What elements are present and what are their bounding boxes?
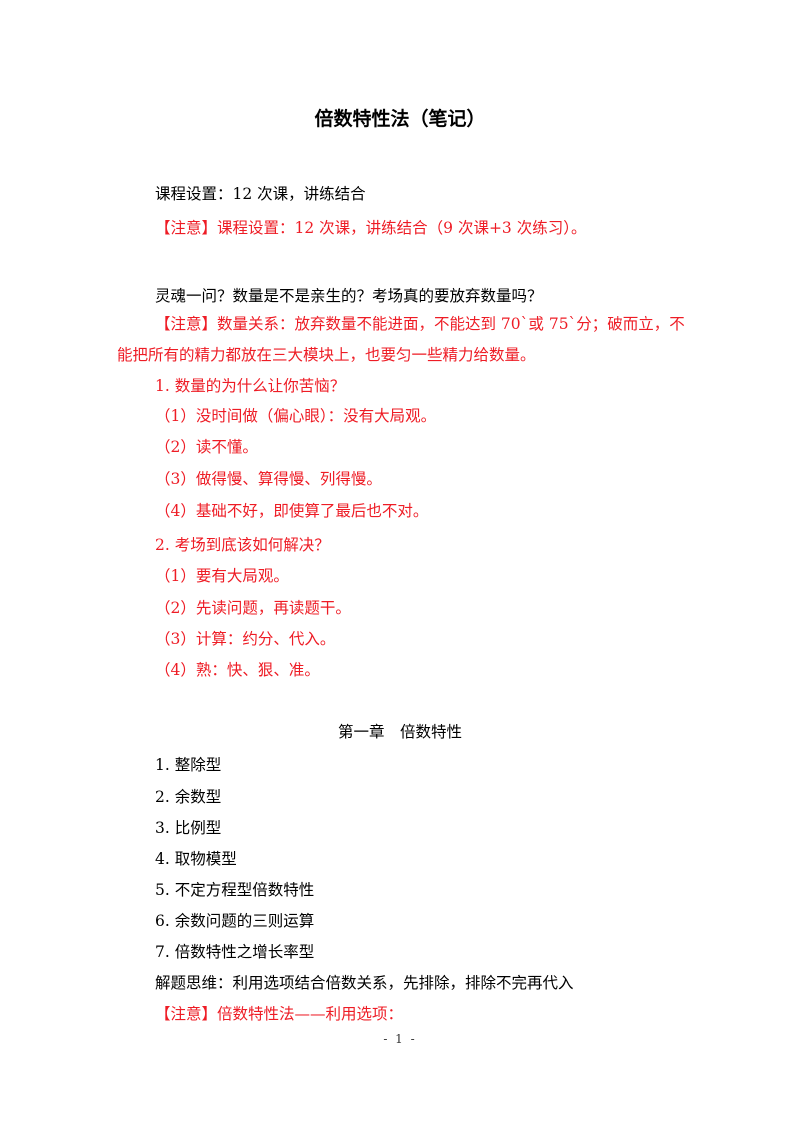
chapter-item: 2. 余数型	[155, 788, 222, 806]
list-item-1-4: （4）基础不好，即使算了最后也不对。	[155, 502, 429, 520]
list-item-1-2: （2）读不懂。	[155, 438, 258, 456]
final-note-line: 【注意】倍数特性法——利用选项：	[155, 1005, 404, 1023]
chapter-item: 3. 比例型	[155, 819, 222, 837]
quantity-note-line-1: 【注意】数量关系：放弃数量不能进面，不能达到 70`或 75`分；破而立，不	[155, 315, 685, 333]
list-item-1-3: （3）做得慢、算得慢、列得慢。	[155, 470, 382, 488]
chapter-item: 5. 不定方程型倍数特性	[155, 881, 315, 899]
chapter-title: 第一章 倍数特性	[337, 723, 462, 741]
document-title: 倍数特性法（笔记）	[314, 108, 486, 130]
course-setting-note: 【注意】课程设置：12 次课，讲练结合（9 次课+3 次练习）。	[155, 219, 587, 237]
page-number: - 1 -	[383, 1032, 417, 1046]
chapter-item: 6. 余数问题的三则运算	[155, 912, 315, 930]
chapter-item: 1. 整除型	[155, 756, 222, 774]
soul-question-line: 灵魂一问？数量是不是亲生的？考场真的要放弃数量吗？	[155, 287, 543, 305]
list-item-2-2: （2）先读问题，再读题干。	[155, 599, 351, 617]
list-item-1-1: （1）没时间做（偏心眼）：没有大局观。	[155, 407, 437, 425]
list-item-2-4: （4）熟：快、狠、准。	[155, 661, 320, 679]
list-item-2-3: （3）计算：约分、代入。	[155, 630, 336, 648]
list-heading-2: 2. 考场到底该如何解决？	[155, 536, 330, 554]
chapter-item: 7. 倍数特性之增长率型	[155, 943, 315, 961]
list-heading-1: 1. 数量的为什么让你苦恼？	[155, 377, 346, 395]
quantity-note-line-2: 能把所有的精力都放在三大模块上，也要匀一些精力给数量。	[117, 346, 536, 364]
list-item-2-1: （1）要有大局观。	[155, 567, 289, 585]
course-setting-line: 课程设置：12 次课，讲练结合	[155, 185, 366, 203]
solving-thinking-line: 解题思维：利用选项结合倍数关系，先排除，排除不完再代入	[155, 974, 574, 992]
chapter-item: 4. 取物模型	[155, 850, 237, 868]
